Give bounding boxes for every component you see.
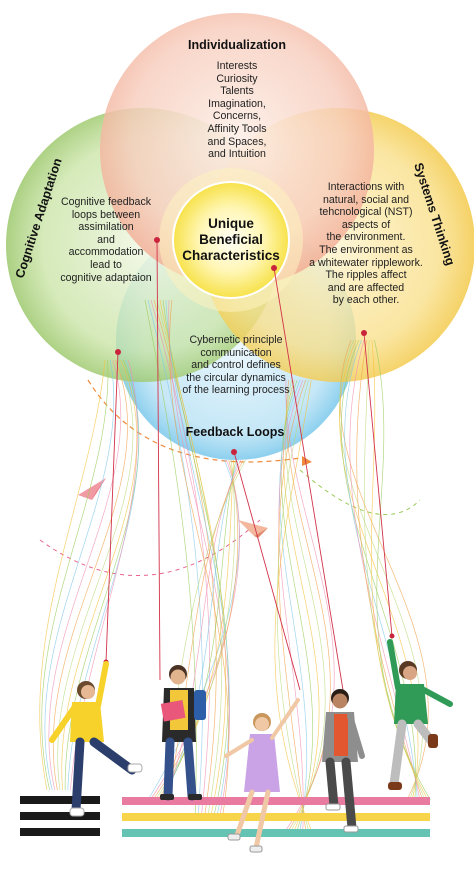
center-circle (172, 181, 290, 299)
ribbon-line (363, 339, 426, 801)
paper-plane-icon (92, 478, 106, 500)
ribbon-line (150, 459, 240, 801)
feedback-loops-text: Cybernetic principle communication and c… (182, 334, 290, 397)
ribbon-line (341, 339, 417, 801)
ribbon-line (152, 459, 239, 801)
individualization-text: Interests Curiosity Talents Imagination,… (207, 60, 267, 161)
person-boy-folder (160, 665, 206, 801)
ribbon-line (166, 459, 244, 801)
ribbon-line (278, 379, 304, 831)
ribbon-lines (39, 299, 431, 831)
stripes-left (20, 796, 100, 836)
ribbon-line (349, 339, 421, 801)
systems-thinking-text: Interactions with natural, social and te… (309, 181, 423, 307)
ribbon-line (154, 459, 235, 801)
ribbon-line (159, 459, 237, 801)
person-orange-shirt (322, 689, 365, 833)
puppet-strings (105, 239, 393, 691)
paper-plane-icon (238, 520, 268, 536)
ribbon-line (344, 339, 418, 801)
ribbon-line (41, 359, 109, 791)
paper-plane-icon (78, 478, 106, 500)
ribbon-line (169, 299, 230, 821)
arrow-head-icon (302, 456, 312, 466)
dashed-arc (299, 469, 421, 515)
ribbon-line (165, 299, 230, 821)
ribbon-line (39, 359, 106, 791)
ribbon-line (339, 339, 419, 801)
center-text: Unique Beneficial Characteristics (182, 216, 280, 263)
ribbon-line (159, 299, 227, 821)
ribbon-line (285, 379, 335, 831)
ribbon-line (278, 379, 306, 831)
ribbon-line (280, 379, 314, 831)
feedback-loops-title: Feedback Loops (185, 425, 285, 439)
ribbon-line (48, 359, 122, 791)
person-green-jacket (387, 639, 453, 790)
ribbon-line (286, 379, 331, 831)
stripes-right (122, 797, 430, 837)
ribbon-line (162, 299, 229, 821)
ribbon-line (279, 379, 308, 831)
ribbon-line (156, 299, 223, 821)
ribbon-line (144, 299, 197, 821)
ribbon-line (52, 359, 128, 791)
cognitive-adaptation-text: Cognitive feedback loops between assimil… (60, 196, 152, 284)
dashed-arc (39, 519, 261, 576)
ribbon-line (44, 359, 115, 791)
ribbon-line (147, 299, 203, 821)
individualization-title: Individualization (188, 38, 286, 52)
person-girl-lavender (224, 698, 300, 853)
ribbon-line (274, 379, 312, 831)
person-yellow (49, 661, 143, 817)
